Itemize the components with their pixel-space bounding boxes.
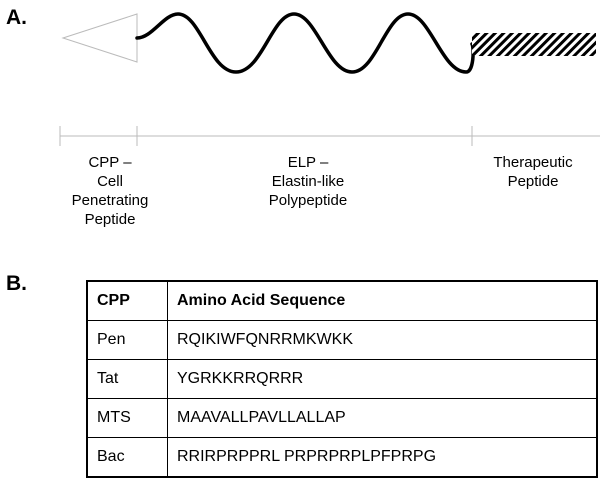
table-row: Pen RQIKIWFQNRRMKWKK [86, 320, 598, 360]
cpp-name-cell: Pen [86, 320, 168, 360]
panel-b-label: B. [6, 272, 27, 295]
table-row: MTS MAAVALLPAVLLALLAP [86, 398, 598, 438]
cpp-name-cell: MTS [86, 398, 168, 438]
sequence-cell: MAAVALLPAVLLALLAP [167, 398, 598, 438]
cpp-arrowhead-shape [61, 13, 138, 63]
sequence-cell: RRIRPRPPRL PRPRPRPLPFPRPG [167, 437, 598, 478]
therapeutic-block-shape [472, 33, 596, 56]
panel-a-label: A. [6, 6, 27, 29]
table-row: Bac RRIRPRPPRL PRPRPRPLPFPRPG [86, 437, 598, 478]
table-row: Tat YGRKKRRQRRR [86, 359, 598, 399]
cpp-name-cell: Bac [86, 437, 168, 478]
header-sequence: Amino Acid Sequence [167, 280, 598, 321]
region-bracket [59, 126, 600, 146]
sequence-cell: YGRKKRRQRRR [167, 359, 598, 399]
sequence-cell: RQIKIWFQNRRMKWKK [167, 320, 598, 360]
elp-wave-shape [135, 12, 475, 74]
fusion-protein-diagram [59, 12, 600, 146]
cpp-sequence-table: CPP Amino Acid Sequence Pen RQIKIWFQNRRM… [86, 280, 598, 478]
header-cpp: CPP [86, 280, 168, 321]
cpp-name-cell: Tat [86, 359, 168, 399]
table-header-row: CPP Amino Acid Sequence [86, 280, 598, 321]
